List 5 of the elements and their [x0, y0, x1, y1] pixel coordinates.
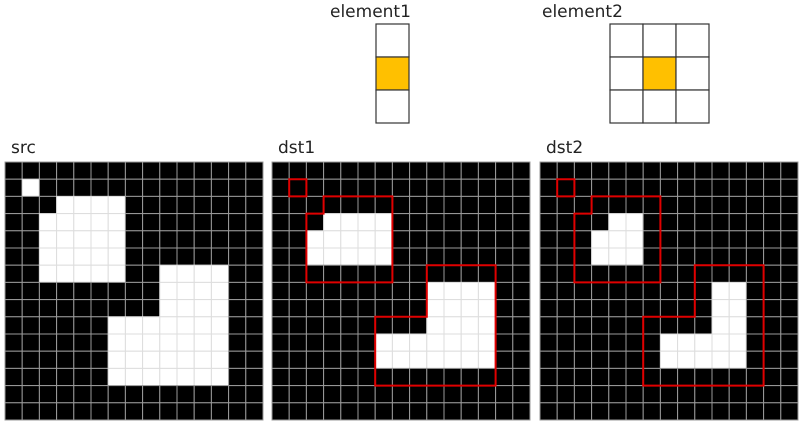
panel-title: element2: [542, 2, 623, 22]
panel-title: element1: [330, 2, 411, 22]
panel-title: dst1: [278, 138, 316, 158]
panel-title: src: [11, 138, 36, 158]
panel-title: dst2: [546, 138, 584, 158]
